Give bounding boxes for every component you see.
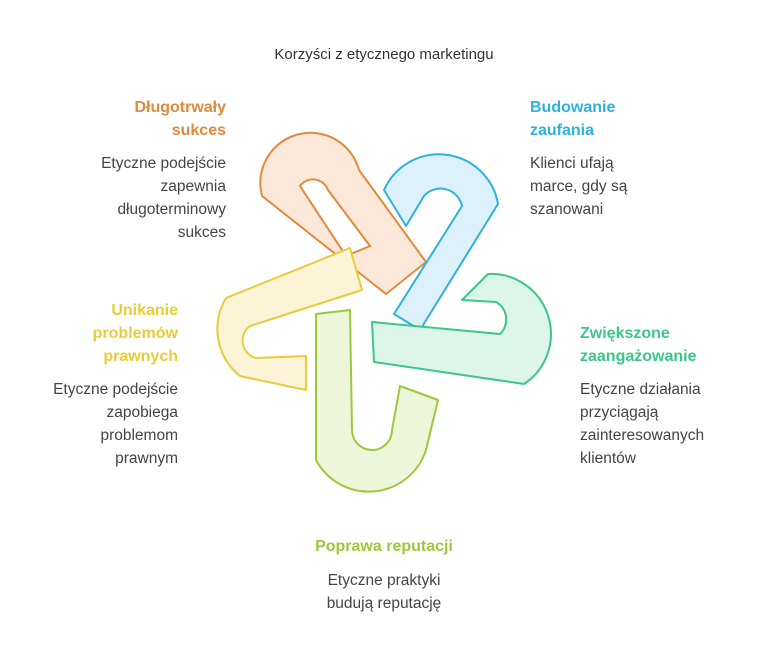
label-increased-engagement: Zwiększone zaangażowanie: [580, 322, 768, 368]
label-avoiding-legal-problems: Unikanie problemów prawnych: [0, 299, 178, 368]
label-line: Długotrwały: [134, 99, 226, 116]
label-line: Zwiększone: [580, 325, 670, 342]
label-reputation-improvement: Poprawa reputacji: [234, 535, 534, 558]
yellow-link-shape: [216, 247, 363, 391]
description-line: zainteresowanych: [580, 427, 705, 444]
description-long-term-success: Etyczne podejście zapewnia długoterminow…: [16, 152, 226, 244]
description-line: prawnym: [115, 450, 178, 467]
lime-link-shape: [315, 309, 439, 493]
description-line: Klienci ufają: [530, 155, 614, 172]
description-line: Etyczne podejście: [53, 381, 178, 398]
description-line: problemom: [100, 427, 178, 444]
description-line: długoterminowy: [117, 201, 226, 218]
description-line: Etyczne podejście: [101, 155, 226, 172]
label-line: Poprawa reputacji: [315, 538, 453, 555]
label-line: problemów: [92, 325, 178, 342]
label-line: Budowanie: [530, 99, 616, 116]
description-line: szanowani: [530, 201, 604, 218]
orange-link-hole: [298, 178, 372, 258]
description-increased-engagement: Etyczne działania przyciągają zaintereso…: [580, 378, 760, 470]
blue-link-shape: [383, 153, 499, 331]
green-link-shape: [371, 272, 552, 385]
description-avoiding-legal-problems: Etyczne podejście zapobiega problemom pr…: [0, 378, 178, 470]
label-line: zaangażowanie: [580, 348, 697, 365]
description-line: budują reputację: [326, 595, 442, 612]
label-line: prawnych: [103, 348, 178, 365]
description-line: Etyczne działania: [580, 381, 701, 398]
description-reputation-improvement: Etyczne praktyki budują reputację: [234, 569, 534, 615]
label-line: Unikanie: [111, 302, 178, 319]
description-line: przyciągają: [580, 404, 659, 421]
diagram-title: Korzyści z etycznego marketingu: [274, 46, 494, 63]
description-line: zapewnia: [160, 178, 227, 195]
label-line: sukces: [171, 122, 226, 139]
label-line: zaufania: [530, 122, 595, 139]
label-building-trust: Budowanie zaufania: [530, 96, 730, 142]
description-line: sukces: [177, 224, 226, 241]
description-line: marce, gdy są: [530, 178, 628, 195]
label-long-term-success: Długotrwały sukces: [26, 96, 226, 142]
description-line: zapobiega: [106, 404, 178, 421]
description-building-trust: Klienci ufają marce, gdy są szanowani: [530, 152, 740, 221]
description-line: klientów: [580, 450, 636, 467]
description-line: Etyczne praktyki: [327, 572, 441, 589]
